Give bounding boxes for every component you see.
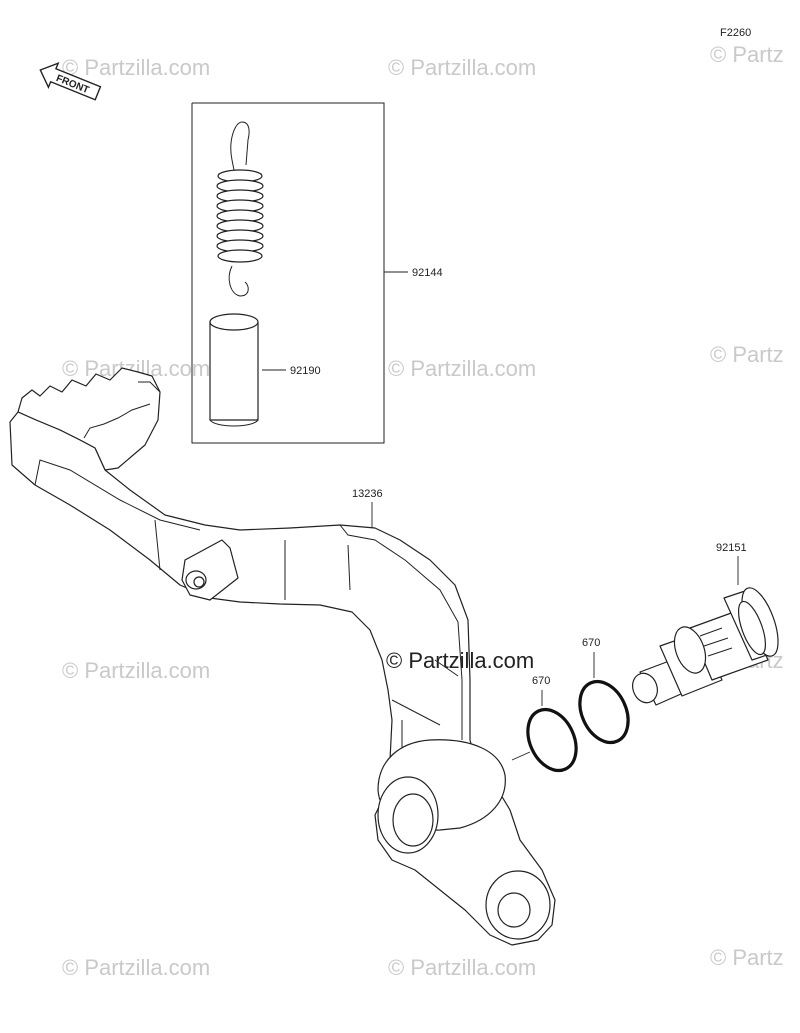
brake-pedal-13236 — [9, 367, 556, 946]
watermark: © Partzilla.com — [388, 55, 536, 80]
watermark: © Partzilla.com — [62, 55, 210, 80]
watermark: © Partzilla.com — [62, 955, 210, 980]
watermark: © Partzilla.com — [62, 658, 210, 683]
part-number-92151: 92151 — [716, 542, 747, 554]
part-number-13236: 13236 — [352, 488, 383, 500]
part-number-92144: 92144 — [412, 267, 443, 279]
part-number-670-right: 670 — [582, 637, 600, 649]
o-ring-right: 670 — [578, 637, 630, 745]
part-number-670-left: 670 — [532, 675, 550, 687]
kit-box — [191, 102, 385, 444]
bolt-92151: 92151 — [632, 542, 779, 706]
o-ring-left: 670 — [511, 675, 578, 773]
part-number-92190: 92190 — [290, 365, 321, 377]
watermark: © Partzilla.com — [388, 955, 536, 980]
figure-code: F2260 — [720, 27, 751, 39]
spring-92144 — [216, 121, 264, 297]
watermark: © Partz — [710, 42, 784, 67]
watermarks: © Partzilla.com © Partzilla.com © Partz … — [62, 42, 784, 980]
watermark: © Partz — [710, 342, 784, 367]
watermark-center: © Partzilla.com — [386, 648, 534, 673]
watermark: © Partzilla.com — [388, 356, 536, 381]
watermark: © Partz — [710, 945, 784, 970]
collar-92190 — [209, 313, 259, 427]
